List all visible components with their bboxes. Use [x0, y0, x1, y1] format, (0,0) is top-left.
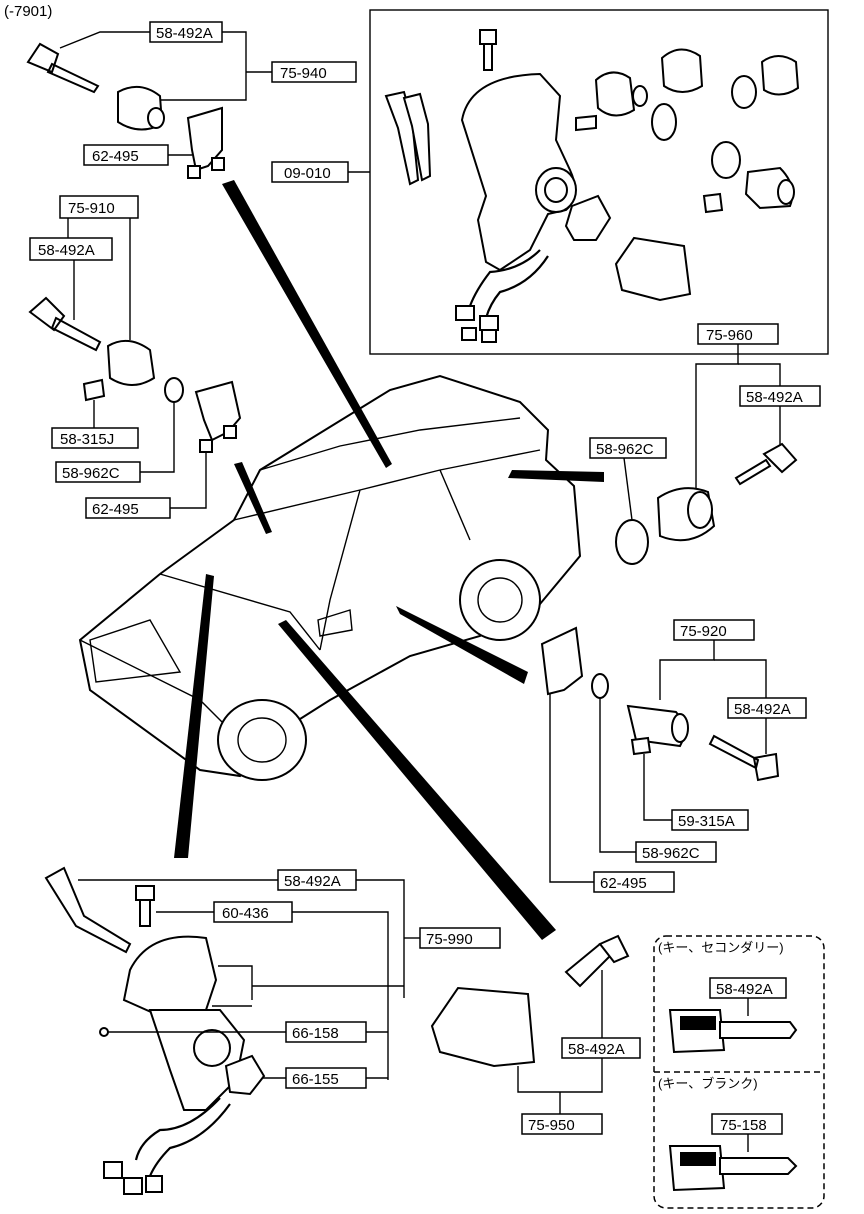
grille-icon — [89, 619, 182, 683]
steering-lock-housing-icon — [460, 72, 577, 272]
wheel-icon — [217, 699, 307, 781]
part-label: 58-492A — [156, 25, 213, 42]
range-label: (-7901) — [4, 3, 52, 20]
part-label: 66-155 — [292, 1071, 339, 1088]
label-box — [85, 497, 171, 519]
latch-icon — [430, 986, 536, 1068]
retainer-clip-icon — [186, 106, 223, 172]
part-label: 75-920 — [680, 623, 727, 640]
label-box — [51, 427, 139, 449]
part-label: 75-940 — [280, 65, 327, 82]
mirror-icon — [317, 609, 353, 637]
key-icon — [734, 442, 798, 486]
lock-cylinder-icon — [760, 55, 800, 96]
key-icon — [26, 42, 100, 94]
label-box — [521, 1113, 603, 1135]
label-box — [727, 697, 807, 719]
left-lock-group: 75-910 58-492A 58-315J 58-962C 62-495 — [28, 195, 242, 519]
pin-icon — [630, 736, 652, 756]
lock-cylinder-icon — [594, 71, 636, 117]
part-label: 58-492A — [568, 1041, 625, 1058]
steering-lock-housing-icon — [122, 935, 218, 1018]
label-box — [593, 871, 675, 893]
label-box — [59, 195, 139, 219]
part-label: 75-960 — [706, 327, 753, 344]
pin-icon — [82, 378, 106, 402]
screw-icon — [575, 114, 597, 132]
lock-cylinder-icon — [660, 48, 704, 93]
part-label: 58-492A — [38, 242, 95, 259]
part-label: 75-990 — [426, 931, 473, 948]
part-label: 59-315A — [678, 813, 735, 830]
part-label: 75-910 — [68, 200, 115, 217]
bolt-icon — [479, 29, 497, 71]
o-ring-icon — [615, 519, 649, 565]
label-box — [83, 144, 169, 166]
inset-title: (キー、セコンダリー) — [658, 940, 784, 955]
part-label: 62-495 — [92, 501, 139, 518]
key-inset: (キー、セコンダリー) 58-492A (キー、ブランク) 75-158 — [653, 935, 825, 1209]
part-label: 58-492A — [284, 873, 341, 890]
o-ring-icon — [711, 141, 741, 179]
key-icon — [708, 734, 780, 782]
label-box — [149, 21, 223, 43]
bolt-icon — [135, 885, 155, 927]
glove-box-group: 58-492A 75-950 — [430, 934, 641, 1135]
part-label: 75-158 — [720, 1117, 767, 1134]
screw-icon — [702, 192, 724, 214]
wheel-icon — [459, 559, 541, 641]
part-label: 62-495 — [600, 875, 647, 892]
top-key-group: 58-492A 75-940 62-495 — [26, 21, 357, 179]
pointer-wedges — [174, 180, 604, 940]
o-ring-icon — [731, 75, 757, 109]
part-label: 58-492A — [746, 389, 803, 406]
right-lock-group: 75-960 58-492A 58-962C — [589, 323, 821, 565]
label-box — [635, 841, 717, 863]
part-label: 66-158 — [292, 1025, 339, 1042]
label-box — [29, 237, 113, 261]
steering-lock-set: 09-010 — [271, 9, 829, 355]
retainer-clip-icon — [540, 626, 584, 696]
vehicle-illustration — [78, 374, 582, 781]
part-label: 58-962C — [596, 441, 654, 458]
part-label: 58-315J — [60, 431, 114, 448]
part-label: 58-492A — [716, 981, 773, 998]
switch-icon — [224, 1054, 266, 1096]
inset-title: (キー、ブランク) — [658, 1076, 758, 1091]
o-ring-icon — [591, 673, 609, 699]
part-label: 62-495 — [92, 148, 139, 165]
o-ring-icon — [164, 377, 184, 403]
clip-icon — [99, 1027, 109, 1037]
label-box — [711, 1113, 783, 1135]
part-label: 58-492A — [734, 701, 791, 718]
key-icon — [28, 296, 102, 352]
ignition-group: 58-492A 60-436 75-990 66-158 66-155 — [44, 866, 501, 1195]
label-box — [55, 461, 141, 483]
part-label: 58-962C — [62, 465, 120, 482]
label-box — [419, 927, 501, 949]
key-icon — [44, 866, 132, 954]
door-lock-group: 75-920 58-492A 59-315A 58-962C 62-495 — [540, 619, 807, 893]
label-box — [561, 1037, 641, 1059]
o-ring-icon — [651, 103, 677, 141]
lock-cylinder-icon — [106, 339, 156, 386]
latch-icon — [614, 236, 692, 302]
part-label: 75-950 — [528, 1117, 575, 1134]
set-frame — [369, 9, 829, 355]
part-label: 58-962C — [642, 845, 700, 862]
label-box — [271, 61, 357, 83]
label-box — [589, 437, 667, 459]
part-label: 09-010 — [284, 165, 331, 182]
switch-icon — [564, 194, 612, 241]
part-label: 60-436 — [222, 905, 269, 922]
label-box — [671, 809, 749, 831]
label-box — [271, 161, 349, 183]
